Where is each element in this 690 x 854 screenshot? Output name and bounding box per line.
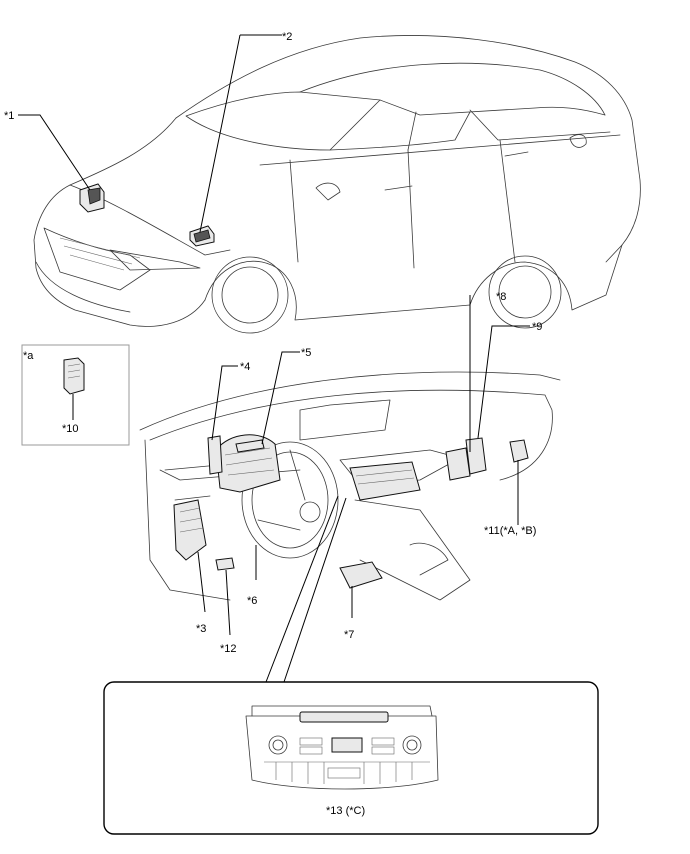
detail-box-13 [103, 681, 599, 835]
inset-frame-a [21, 344, 130, 446]
callout-7: *7 [344, 629, 354, 641]
callout-11: *11(*A, *B) [484, 525, 536, 537]
dashboard-illustration [139, 371, 561, 601]
callout-8: *8 [496, 291, 506, 303]
callout-6: *6 [247, 595, 257, 607]
callout-5: *5 [301, 347, 311, 359]
part-9-unit [465, 437, 487, 475]
part-8-unit [445, 447, 471, 481]
callout-1: *1 [4, 110, 14, 122]
callout-2: *2 [282, 31, 292, 43]
callout-4: *4 [240, 361, 250, 373]
part-13-control-panel [245, 705, 439, 790]
callout-13: *13 (*C) [326, 805, 365, 817]
callout-3: *3 [196, 623, 206, 635]
part-7-unit [339, 561, 383, 589]
vehicle-illustration [33, 35, 641, 334]
part-12-unit [215, 557, 235, 571]
callout-9: *9 [532, 321, 542, 333]
callout-12: *12 [220, 643, 237, 655]
callout-10: *10 [62, 423, 79, 435]
part-5-unit [235, 439, 265, 453]
part-10-unit [63, 357, 85, 395]
part-11-unit [509, 439, 529, 463]
inset-label-a: *a [23, 350, 34, 362]
